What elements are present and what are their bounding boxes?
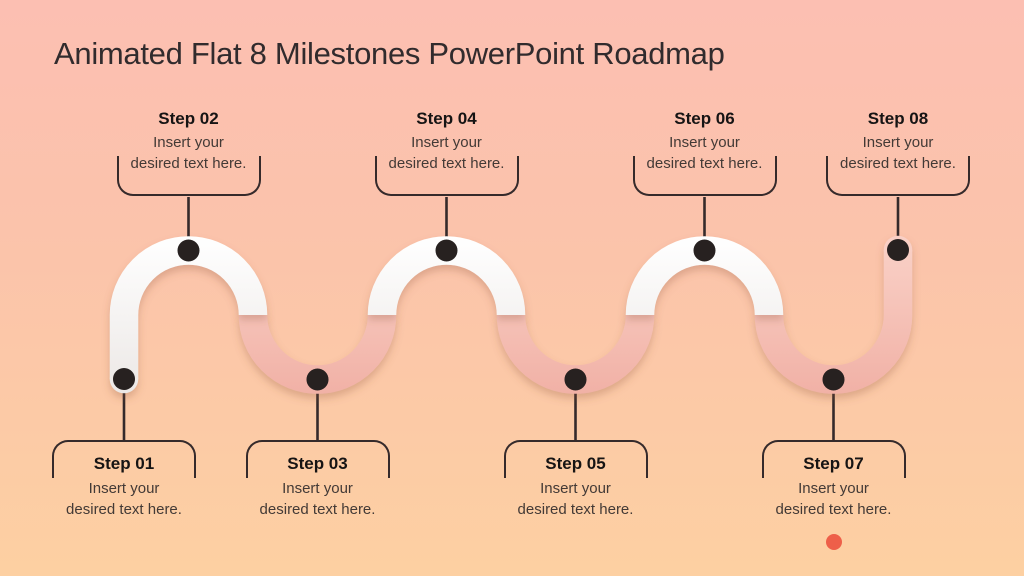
- milestone-dots: [113, 239, 909, 391]
- desc-line-1: Insert your: [282, 480, 353, 497]
- milestone-title: Step 02: [158, 109, 219, 128]
- milestone-description: Insert your desired text here.: [246, 478, 390, 520]
- slide-title: Animated Flat 8 Milestones PowerPoint Ro…: [54, 36, 725, 71]
- milestone-description: Insert your desired text here.: [504, 478, 648, 520]
- milestone-title: Step 01: [93, 454, 155, 473]
- path-segment-pink-3: [754, 250, 913, 394]
- milestone-description: Insert your desired text here.: [633, 132, 777, 174]
- desc-line-1: Insert your: [88, 480, 160, 497]
- milestone-step-07: Step 07 Insert your desired text here.: [761, 440, 906, 532]
- desc-line-2: desired text here.: [840, 155, 956, 172]
- roadmap-pink-segments: [238, 235, 913, 394]
- bracket-step-07: [761, 440, 906, 478]
- desc-line-1: Insert your: [540, 480, 611, 497]
- milestone-dot-step-03: [306, 368, 329, 391]
- milestone-dot-step-05: [564, 368, 587, 391]
- milestone-description: Insert your desired text here.: [117, 132, 261, 174]
- milestone-step-01: Step 01 Insert your desired text here.: [52, 440, 196, 532]
- milestone-title: Step 05: [545, 454, 606, 473]
- bracket-step-01: [52, 440, 196, 478]
- desc-line-1: Insert your: [669, 134, 740, 151]
- path-segment-white-1: [109, 236, 268, 379]
- accent-dot: [826, 534, 842, 550]
- milestone-title: Step 04: [416, 109, 477, 128]
- bracket-step-03: [245, 440, 390, 478]
- roadmap-white-segments: [109, 236, 784, 394]
- milestone-title: Step 07: [803, 454, 864, 473]
- desc-line-1: Insert your: [798, 480, 869, 497]
- milestone-dot-step-07: [822, 368, 845, 391]
- milestone-step-03: Step 03 Insert your desired text here.: [245, 440, 390, 532]
- milestone-title: Step 08: [867, 109, 929, 128]
- milestone-dot-step-02: [177, 239, 200, 262]
- bracket-step-08: [826, 156, 970, 196]
- milestone-dot-step-01: [113, 368, 135, 390]
- milestone-title: Step 06: [674, 109, 735, 128]
- milestone-dot-step-06: [693, 239, 716, 262]
- desc-line-1: Insert your: [862, 134, 934, 151]
- desc-line-2: desired text here.: [388, 155, 505, 172]
- bracket-step-05: [503, 440, 648, 478]
- milestone-description: Insert your desired text here.: [826, 132, 970, 174]
- milestone-step-06: Step 06 Insert your desired text here.: [632, 106, 777, 250]
- milestone-description: Insert your desired text here.: [52, 478, 196, 520]
- milestone-dot-step-04: [435, 239, 458, 262]
- milestone-step-05: Step 05 Insert your desired text here.: [503, 440, 648, 532]
- bracket-step-02: [116, 156, 261, 196]
- desc-line-1: Insert your: [411, 134, 482, 151]
- desc-line-2: desired text here.: [517, 501, 634, 518]
- milestone-title: Step 03: [287, 454, 348, 473]
- milestone-dot-step-08: [887, 239, 909, 261]
- desc-line-2: desired text here.: [775, 501, 892, 518]
- desc-line-1: Insert your: [153, 134, 224, 151]
- desc-line-2: desired text here.: [646, 155, 763, 172]
- bracket-step-06: [632, 156, 777, 196]
- desc-line-2: desired text here.: [66, 501, 182, 518]
- milestone-step-04: Step 04 Insert your desired text here.: [374, 106, 519, 250]
- desc-line-2: desired text here.: [259, 501, 376, 518]
- bracket-step-04: [374, 156, 519, 196]
- milestone-step-02: Step 02 Insert your desired text here.: [116, 106, 261, 250]
- milestone-description: Insert your desired text here.: [375, 132, 519, 174]
- milestone-description: Insert your desired text here.: [762, 478, 906, 520]
- desc-line-2: desired text here.: [130, 155, 247, 172]
- milestone-step-08: Step 08 Insert your desired text here.: [826, 106, 970, 250]
